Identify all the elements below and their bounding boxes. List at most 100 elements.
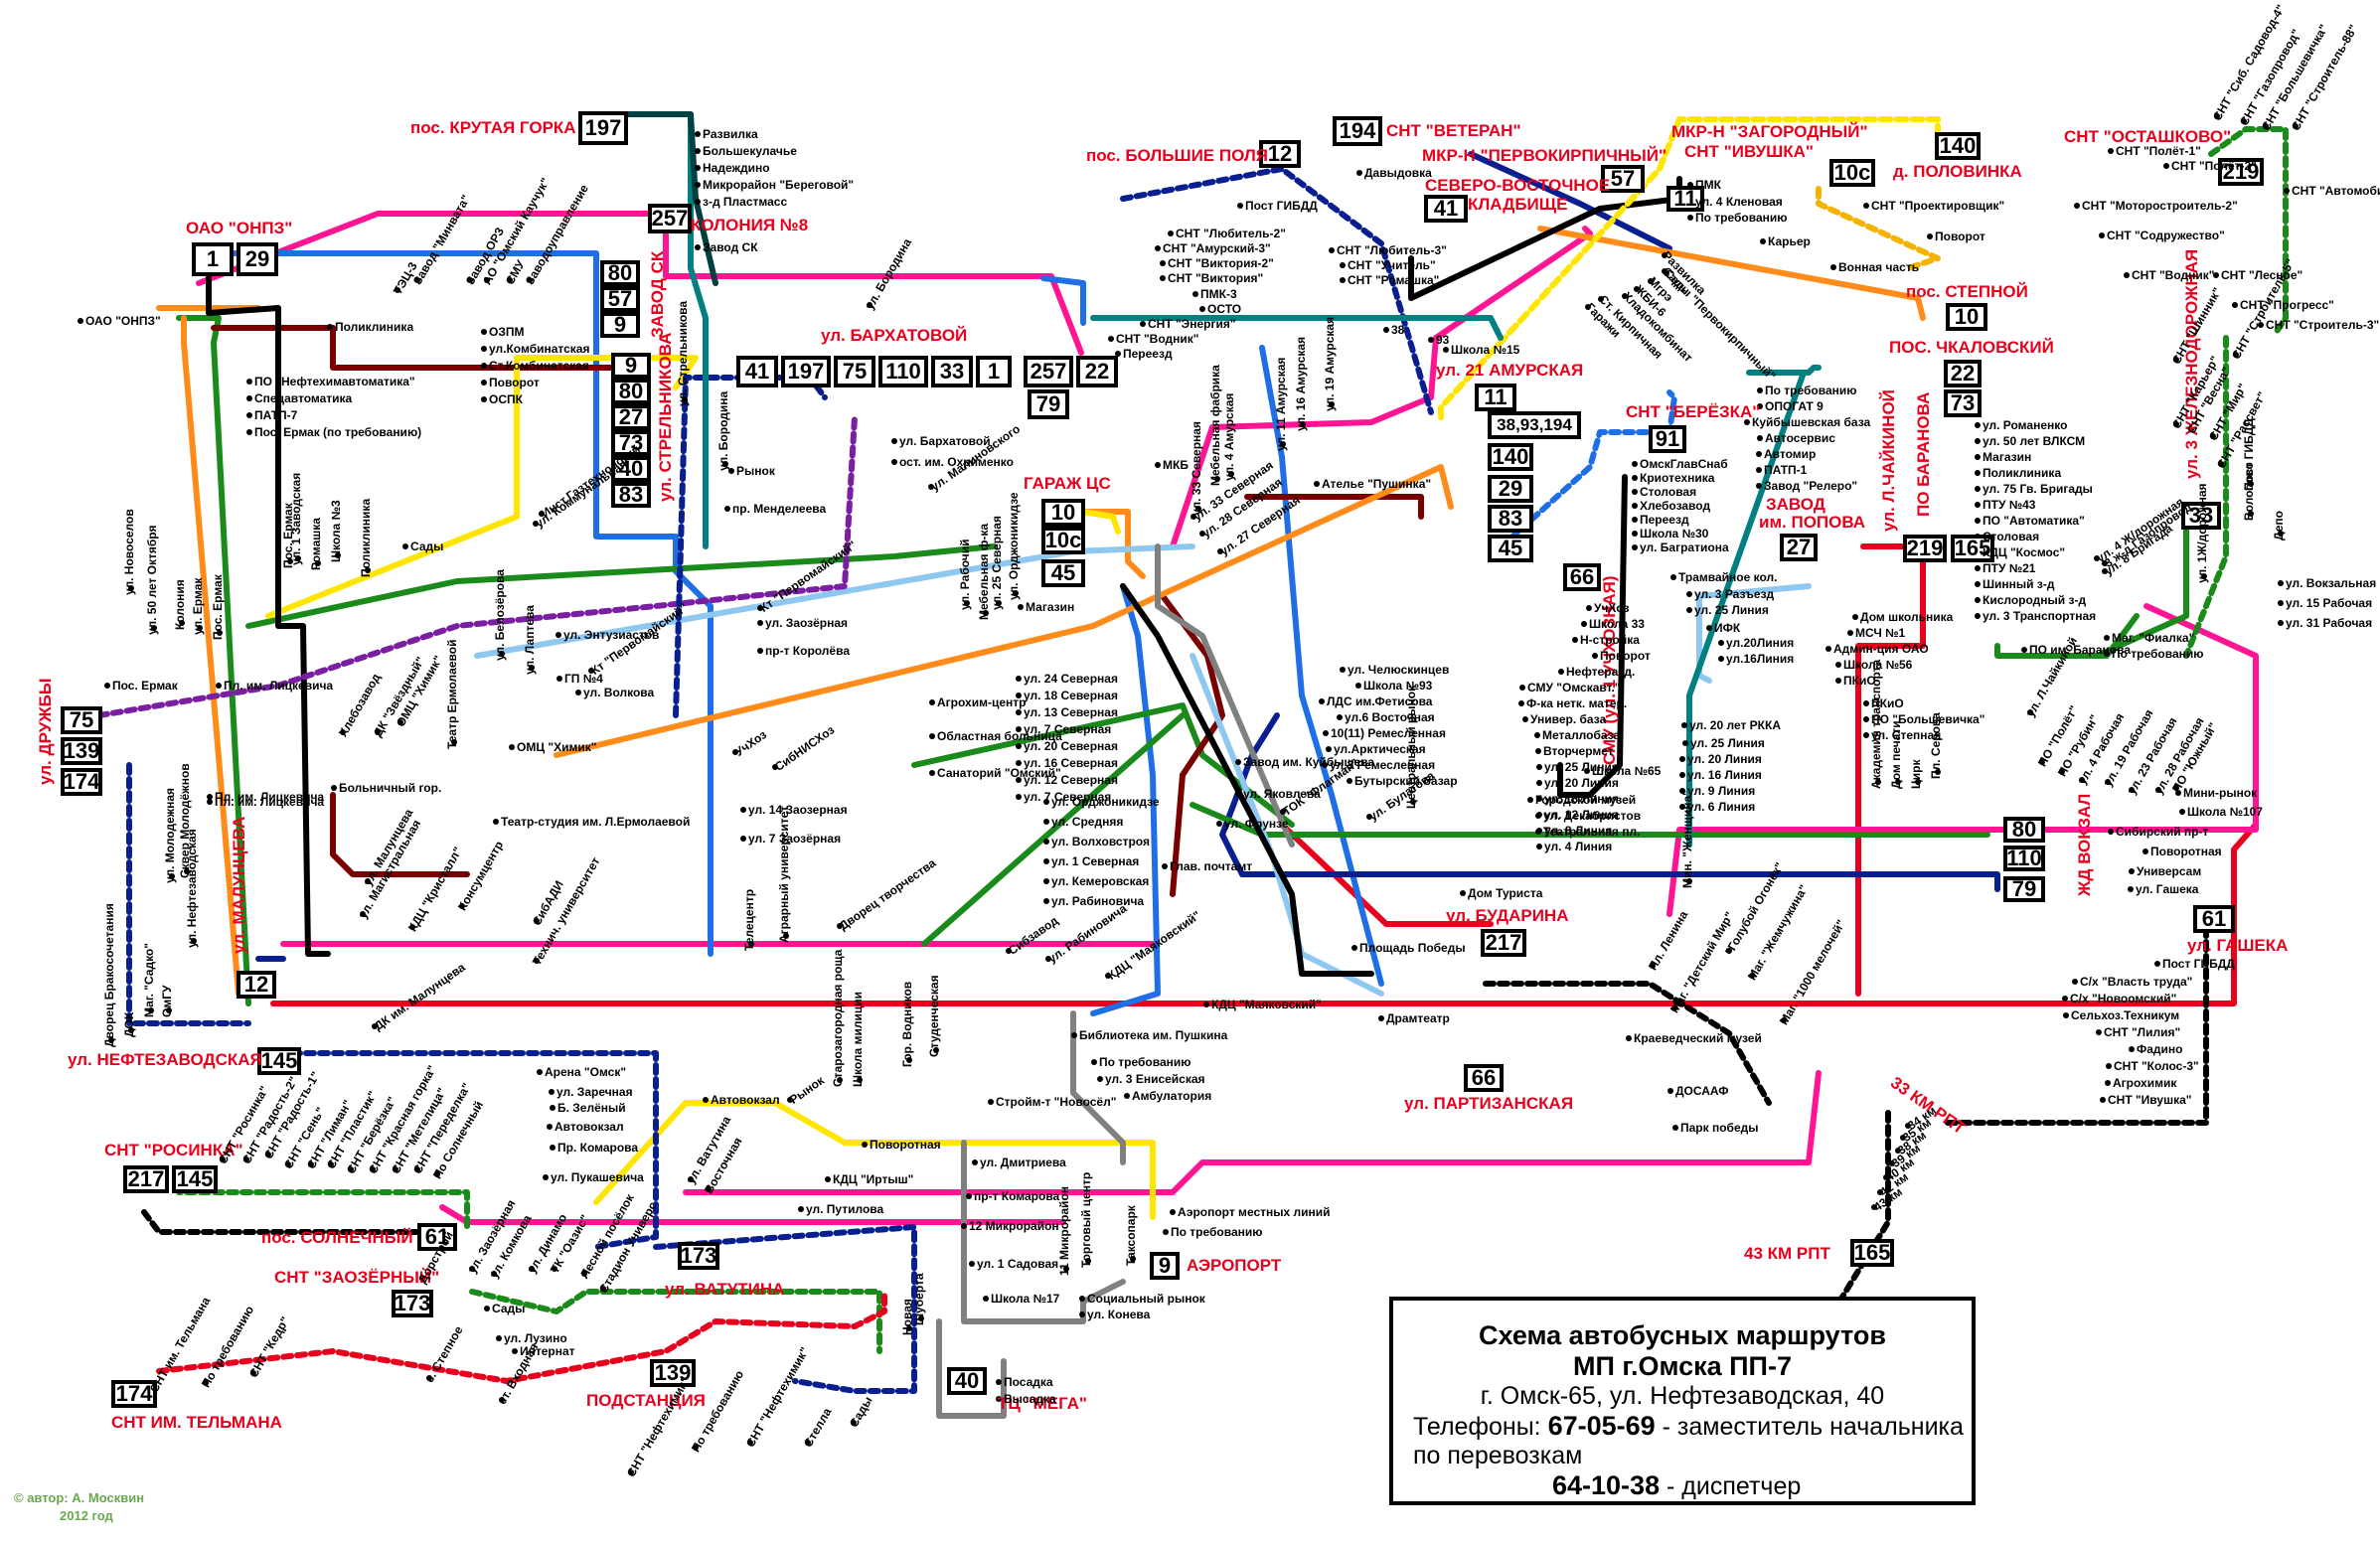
route-box[interactable]: 12 <box>237 971 276 999</box>
stop-label: ул. Волкова <box>583 686 655 699</box>
route-box[interactable]: 165 <box>1850 1239 1894 1267</box>
route-box[interactable]: 10 <box>1946 303 1987 331</box>
route-box[interactable]: 80 <box>2003 817 2045 843</box>
stop-dot <box>929 770 935 776</box>
stop-dot <box>575 690 581 695</box>
route-box[interactable]: 45 <box>1488 535 1533 562</box>
route-box[interactable]: 194 <box>1333 116 1382 146</box>
route-box[interactable]: 91 <box>1649 425 1686 453</box>
route-box[interactable]: 11 <box>1666 186 1704 212</box>
route-box[interactable]: 61 <box>2193 905 2235 933</box>
route-box[interactable]: 9 <box>1150 1252 1180 1280</box>
route-box[interactable]: 10 <box>1041 499 1085 527</box>
route-box[interactable]: 197 <box>781 356 831 387</box>
stop-label: Высадка <box>1004 1392 1056 1406</box>
route-box[interactable]: 27 <box>1780 534 1818 561</box>
stop-dot <box>1718 640 1724 646</box>
route-box[interactable]: 41 <box>736 356 778 387</box>
route-box[interactable]: 140 <box>1935 132 1981 160</box>
area-label: СНТ "ИВУШКА" <box>1684 142 1814 161</box>
route-box[interactable]: 73 <box>611 430 651 456</box>
route-box[interactable]: 174 <box>111 1380 157 1408</box>
route-box[interactable]: 22 <box>1944 360 1982 387</box>
route-line-navy-3 <box>1468 151 1672 251</box>
route-box[interactable]: 40 <box>611 456 651 482</box>
route-box[interactable]: 79 <box>1028 389 1069 419</box>
stop-label: Школа №17 <box>991 1292 1060 1306</box>
route-box[interactable]: 33 <box>931 356 973 387</box>
stop-label: Поликлиника <box>335 320 414 334</box>
route-box[interactable]: 174 <box>61 768 102 796</box>
route-box[interactable]: 83 <box>1488 505 1533 533</box>
area-label: ул. 21 АМУРСКАЯ <box>1436 361 1584 380</box>
route-box[interactable]: 10с <box>1829 159 1875 187</box>
stop-label: Пос. Ермак <box>112 679 178 693</box>
route-box[interactable]: 9 <box>600 312 640 338</box>
route-box[interactable]: 1 <box>976 356 1012 387</box>
route-box[interactable]: 110 <box>878 356 928 387</box>
route-box[interactable]: 110 <box>2003 846 2045 871</box>
route-box[interactable]: 29 <box>1488 475 1533 503</box>
route-box[interactable]: 217 <box>123 1165 169 1193</box>
route-box[interactable]: 66 <box>1464 1064 1504 1092</box>
route-box[interactable]: 45 <box>1041 559 1085 587</box>
stop-dot <box>1975 422 1981 428</box>
stop-dot <box>1347 778 1352 784</box>
route-box[interactable]: 41 <box>1424 195 1468 223</box>
route-box[interactable]: 139 <box>61 737 102 765</box>
route-box[interactable]: 61 <box>417 1223 457 1251</box>
route-box[interactable]: 22 <box>1076 356 1118 387</box>
route-box[interactable]: 140 <box>1488 443 1533 471</box>
route-box[interactable]: 27 <box>611 404 651 430</box>
route-box[interactable]: 219 <box>2218 158 2264 186</box>
stop-label: Пл. им. Лицкевича <box>224 679 334 693</box>
route-box[interactable]: 57 <box>600 286 640 312</box>
route-box[interactable]: 173 <box>678 1242 719 1270</box>
route-box[interactable]: 173 <box>392 1290 433 1317</box>
stop-label: СНТ "Лилия" <box>2104 1025 2181 1039</box>
stop-label: Микрорайон "Береговой" <box>703 178 855 192</box>
stop-dot <box>2188 426 2194 432</box>
route-box[interactable]: 75 <box>834 356 875 387</box>
stop-label: Аэропорт местных линий <box>1178 1205 1331 1219</box>
route-box[interactable]: 9 <box>611 353 651 379</box>
route-box[interactable]: 219 <box>1903 535 1947 562</box>
route-line-darkgreen <box>593 111 718 286</box>
stop-dot <box>481 346 487 352</box>
route-box[interactable]: 145 <box>257 1047 301 1075</box>
route-box[interactable]: 12 <box>1259 140 1301 168</box>
stop-dot <box>695 148 701 154</box>
route-box[interactable]: 29 <box>237 242 278 276</box>
stop-label: Поворот <box>489 376 540 389</box>
route-box[interactable]: 73 <box>1944 389 1982 417</box>
route-box[interactable]: 80 <box>600 260 640 286</box>
route-box[interactable]: 145 <box>172 1165 218 1193</box>
route-box[interactable]: 10с <box>1041 527 1085 554</box>
route-box[interactable]: 57 <box>1601 165 1645 193</box>
route-box[interactable]: 75 <box>61 706 102 734</box>
stop-label: ул. Волховстроя <box>1051 835 1150 849</box>
route-box[interactable]: 38,93,194 <box>1488 411 1581 439</box>
route-box[interactable]: 165 <box>1951 535 1994 562</box>
route-box[interactable]: 139 <box>650 1359 696 1387</box>
stop-dot <box>1410 799 1416 805</box>
stop-dot <box>966 1193 972 1199</box>
route-box[interactable]: 11 <box>1475 384 1516 411</box>
route-box[interactable]: 197 <box>578 111 628 145</box>
area-label: ПОС. ЧКАЛОВСКИЙ <box>1889 338 2054 357</box>
route-box[interactable]: 40 <box>947 1367 987 1395</box>
route-box[interactable]: 217 <box>1481 929 1526 957</box>
stop-label: Универсам <box>2137 864 2202 878</box>
stop-dot <box>1686 878 1692 884</box>
route-box[interactable]: 1 <box>192 242 234 276</box>
route-box[interactable]: 79 <box>2003 876 2045 902</box>
route-box[interactable]: 257 <box>1024 356 1073 387</box>
route-box[interactable]: 257 <box>648 204 692 233</box>
stop-dot <box>285 1161 291 1167</box>
route-box[interactable]: 33 <box>2181 502 2221 530</box>
stop-label: Надеждино <box>703 161 770 175</box>
route-box[interactable]: 66 <box>1563 563 1601 591</box>
route-box[interactable]: 80 <box>611 379 651 404</box>
stop-dot <box>2079 777 2085 783</box>
route-box[interactable]: 83 <box>611 482 651 508</box>
